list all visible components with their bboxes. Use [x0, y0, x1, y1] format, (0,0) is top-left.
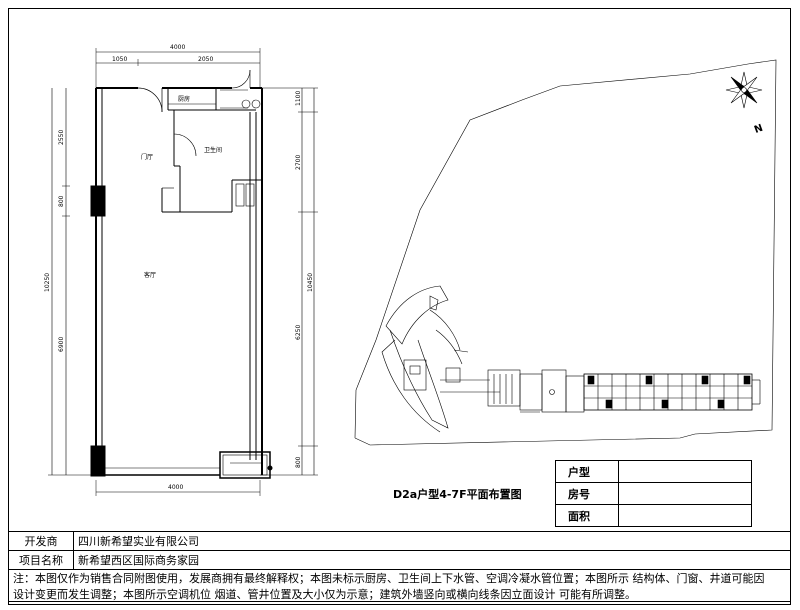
room-foyer: 门厅	[141, 153, 153, 161]
note-line-2: 设计变更而发生调整；本图所示空调机位 烟道、管井位置及大小仅为示意；建筑外墙竖向…	[13, 588, 636, 601]
footer-row-developer: 开发商 四川新希望实业有限公司	[8, 531, 791, 551]
room-kitchen: 厨房	[178, 95, 190, 103]
info-row-room-number: 房号	[555, 482, 752, 505]
footer-table: 开发商 四川新希望实业有限公司 项目名称 新希望西区国际商务家园 注：本图仅作为…	[8, 531, 791, 605]
dim-right-lower: 6250	[295, 325, 302, 340]
info-value-area	[618, 504, 752, 527]
site-plan	[354, 59, 777, 446]
dim-top-right: 2050	[198, 56, 213, 63]
dim-left-middle: 800	[58, 195, 65, 207]
room-bathroom: 卫生间	[204, 146, 222, 154]
info-table: 户型 房号 面积	[555, 460, 752, 527]
developer-value: 四川新希望实业有限公司	[73, 531, 791, 551]
footer-note: 注：本图仅作为销售合同附图使用，发展商拥有最终解释权；本图未标示厨房、卫生间上下…	[8, 569, 791, 605]
room-living: 客厅	[144, 271, 156, 279]
plan-title: D2a户型4-7F平面布置图	[393, 488, 522, 501]
dim-right-bottom: 800	[295, 456, 302, 468]
dimension-labels: 4000 1050 2050 4000 2550 800 6900 10250 …	[44, 44, 314, 491]
footer-row-note: 注：本图仅作为销售合同附图使用，发展商拥有最终解释权；本图未标示厨房、卫生间上下…	[8, 569, 791, 605]
note-line-1: 注：本图仅作为销售合同附图使用，发展商拥有最终解释权；本图未标示厨房、卫生间上下…	[13, 572, 765, 585]
dim-bottom-overall: 4000	[168, 484, 183, 491]
compass-rose-icon	[725, 71, 763, 109]
info-row-area: 面积	[555, 504, 752, 527]
project-label: 项目名称	[8, 550, 74, 570]
info-label-type: 户型	[555, 460, 619, 483]
dim-left-upper: 2550	[58, 130, 65, 145]
info-value-type	[618, 460, 752, 483]
info-label-room-number: 房号	[555, 482, 619, 505]
dim-left-lower: 6900	[58, 337, 65, 352]
dim-left-overall: 10250	[44, 273, 51, 292]
project-value: 新希望西区国际商务家园	[73, 550, 791, 570]
footer-row-project: 项目名称 新希望西区国际商务家园	[8, 550, 791, 570]
info-row-type: 户型	[555, 460, 752, 483]
developer-label: 开发商	[8, 531, 74, 551]
dim-top-overall: 4000	[170, 44, 185, 51]
room-labels: 门厅 卫生间 厨房 客厅	[141, 95, 222, 279]
info-label-area: 面积	[555, 504, 619, 527]
info-value-room-number	[618, 482, 752, 505]
dim-right-overall: 10450	[307, 273, 314, 292]
dim-right-upper: 2700	[295, 155, 302, 170]
dim-right-top: 1100	[295, 91, 302, 106]
floor-plan	[48, 48, 318, 496]
dim-top-left: 1050	[112, 56, 127, 63]
north-label: N	[753, 123, 765, 136]
